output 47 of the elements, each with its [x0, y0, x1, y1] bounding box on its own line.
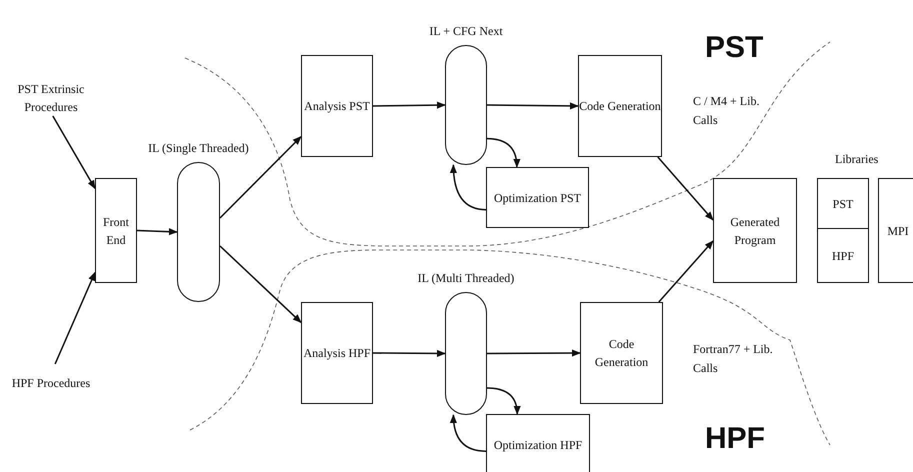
process-box	[580, 302, 663, 404]
capsule-heading: IL + CFG Next	[428, 23, 504, 40]
arrow	[450, 164, 486, 210]
arrow	[487, 349, 581, 357]
arrow	[52, 116, 96, 190]
arrow	[136, 228, 178, 236]
region-title: HPF	[705, 421, 765, 457]
box-label: Analysis HPF	[303, 345, 370, 362]
box-label: Generated Program	[729, 214, 781, 248]
box-label: Code Generation	[579, 98, 661, 115]
box-label: Optimization PST	[494, 190, 581, 206]
arrow	[450, 414, 486, 452]
box-label: HPF	[832, 248, 854, 264]
input-label: PST Extrinsic Procedures	[5, 80, 97, 116]
arrow	[372, 102, 446, 109]
arrow	[373, 350, 446, 358]
box-label: MPI	[887, 222, 909, 240]
process-box	[486, 167, 589, 228]
arrow	[54, 272, 96, 364]
arrow	[657, 156, 714, 221]
capsule-heading: IL (Multi Threaded)	[416, 270, 516, 287]
box-label: Front End	[102, 214, 130, 248]
process-box	[713, 178, 797, 283]
arrow	[219, 245, 302, 324]
arrow	[219, 136, 302, 219]
output-note: Fortran77 + Lib. Calls	[693, 341, 774, 378]
arrow	[486, 387, 520, 415]
arrow	[487, 102, 579, 110]
capsule-heading: IL (Single Threaded)	[147, 140, 250, 157]
arrow	[486, 138, 520, 168]
process-box	[817, 228, 869, 283]
input-label: HPF Procedures	[10, 364, 92, 402]
process-box	[578, 55, 662, 157]
box-label: Optimization HPF	[494, 437, 582, 454]
box-label: Code Generation	[594, 336, 650, 371]
process-box	[878, 178, 913, 283]
box-label: Analysis PST	[304, 98, 370, 115]
group-label: Libraries	[835, 151, 878, 168]
box-label: PST	[832, 196, 854, 213]
process-box	[817, 178, 869, 230]
process-box	[301, 55, 373, 157]
process-box	[95, 178, 137, 283]
process-box	[301, 302, 373, 404]
region-title: PST	[705, 30, 764, 66]
arrow	[658, 240, 714, 302]
process-box	[486, 414, 590, 472]
output-note: C / M4 + Lib. Calls	[693, 93, 760, 130]
